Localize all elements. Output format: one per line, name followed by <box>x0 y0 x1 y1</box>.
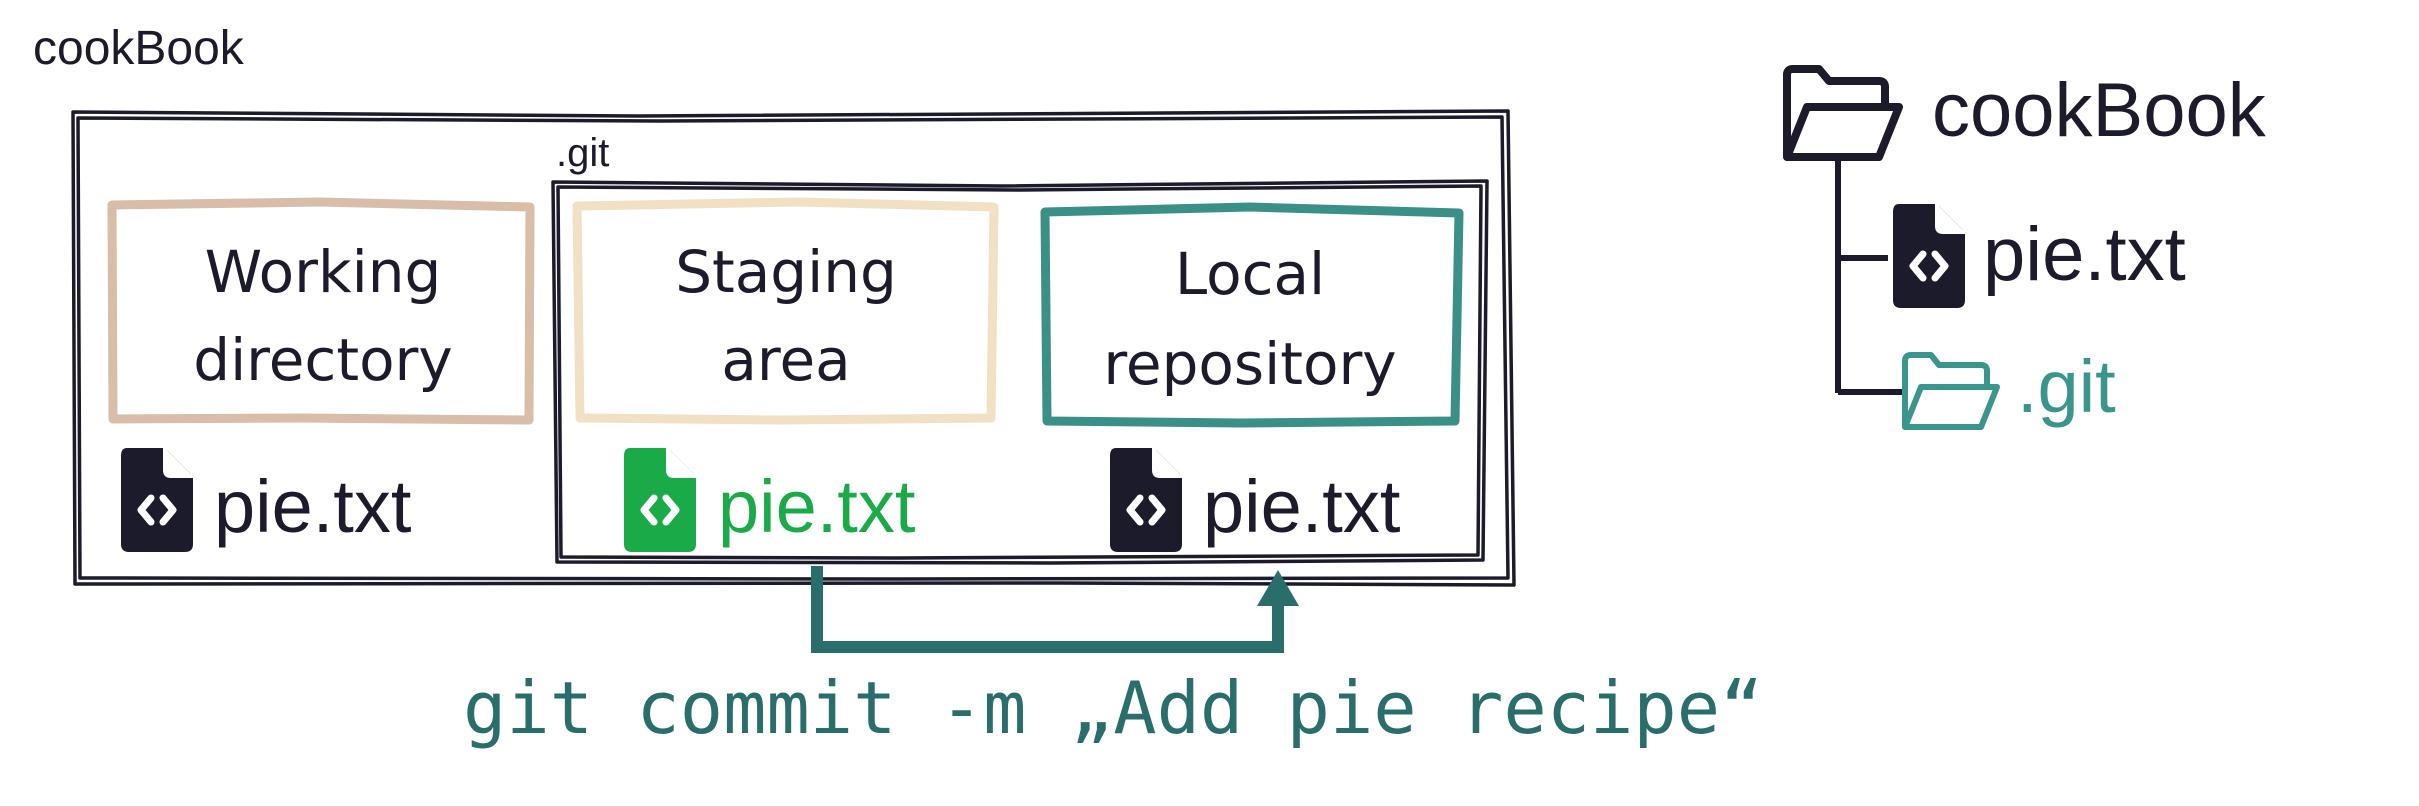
local-repository-line1: Local <box>1175 240 1325 308</box>
outer-folder-label: cookBook <box>33 22 245 75</box>
tree-file-label: pie.txt <box>1983 212 2186 297</box>
working-file-name: pie.txt <box>214 465 412 548</box>
working-directory-line2: directory <box>193 326 452 394</box>
staging-area-box: Staging area <box>572 197 999 425</box>
commit-command: git commit -m „Add pie recipe“ <box>463 666 1763 750</box>
staging-file-name: pie.txt <box>718 465 916 548</box>
open-folder-icon <box>1902 352 2000 430</box>
commit-arrow <box>811 566 1299 653</box>
local-repository-box: Local repository <box>1040 202 1464 428</box>
working-directory-line1: Working <box>205 238 442 306</box>
outer-folder-frame <box>71 109 1516 587</box>
open-folder-icon <box>1783 65 1903 161</box>
working-file: pie.txt <box>121 448 412 552</box>
local-file-name: pie.txt <box>1203 465 1401 548</box>
code-file-icon <box>121 448 193 552</box>
git-folder-label: .git <box>556 131 609 175</box>
code-file-icon <box>1893 204 1965 308</box>
working-directory-box: Working directory <box>107 197 535 425</box>
staging-area-line2: area <box>721 326 850 394</box>
folder-tree: cookBook pie.txt .git <box>1783 65 2267 430</box>
code-file-icon <box>1110 448 1182 552</box>
tree-git-label: .git <box>2017 345 2116 428</box>
tree-connector <box>1835 158 1905 395</box>
local-repository-line2: repository <box>1103 330 1396 398</box>
code-file-icon <box>624 448 696 552</box>
git-folder-frame <box>551 179 1489 565</box>
tree-root-label: cookBook <box>1932 68 2267 153</box>
staging-file: pie.txt <box>624 448 916 552</box>
staging-area-line1: Staging <box>675 238 897 306</box>
local-file: pie.txt <box>1110 448 1401 552</box>
